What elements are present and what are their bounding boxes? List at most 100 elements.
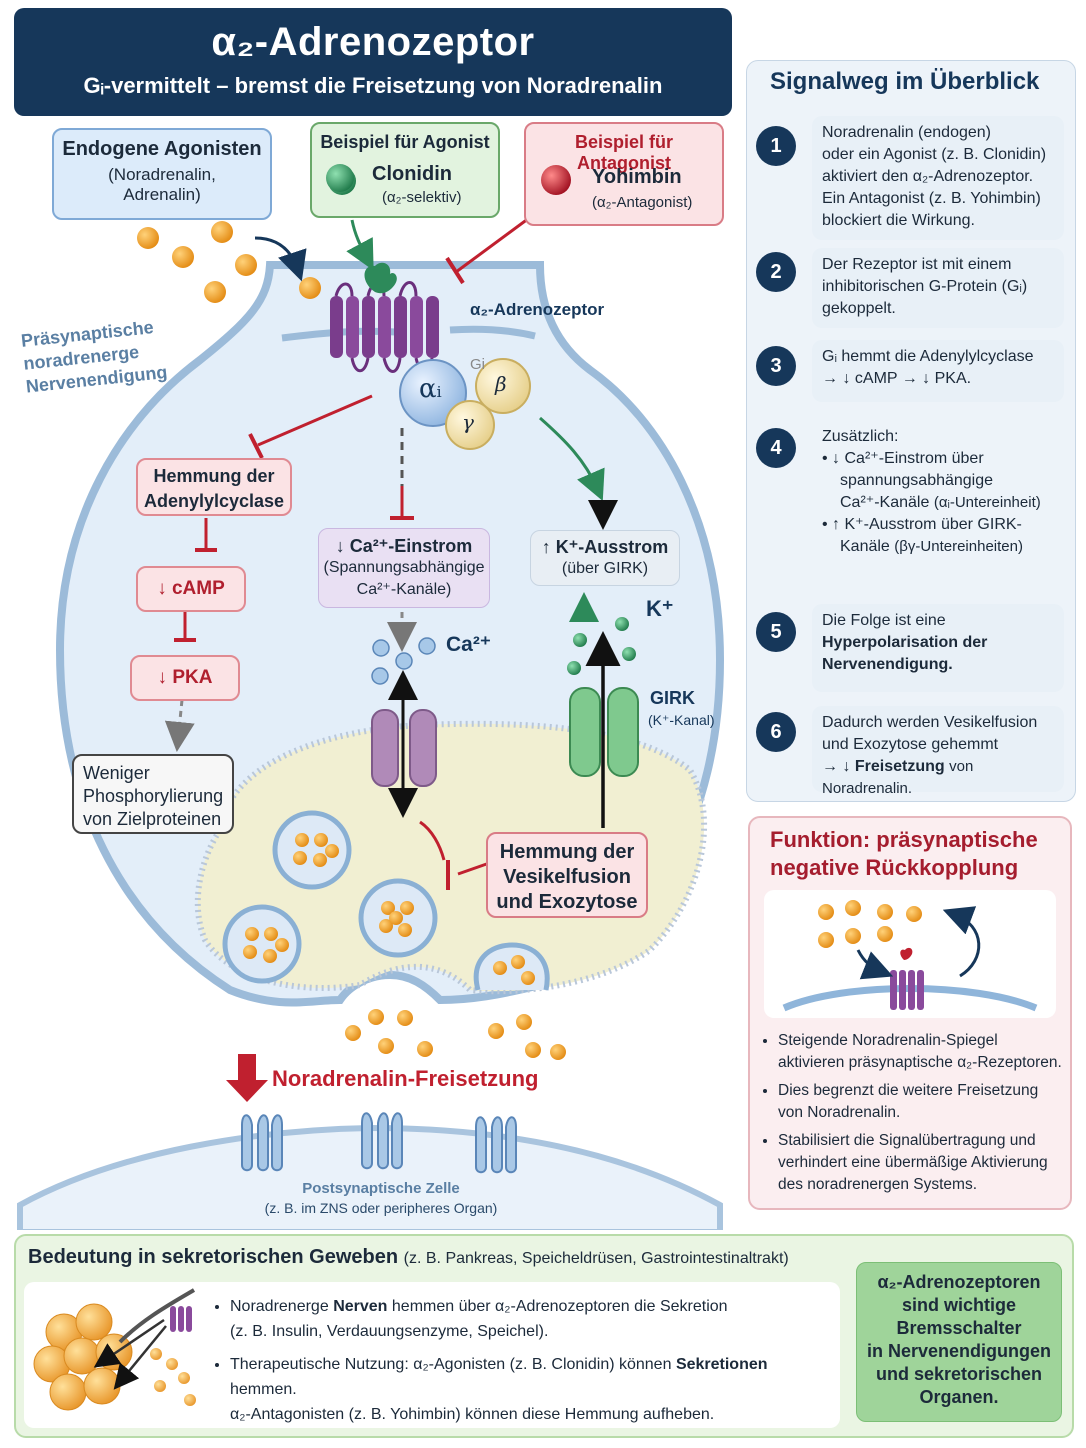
step-number: 3 [756, 346, 796, 386]
step-text: Nervenendigung. [822, 656, 953, 673]
step-text: Ein Antagonist (z. B. Yohimbin) [822, 190, 1041, 207]
secretory-list: Noradrenerge Nerven hemmen über α₂-Adren… [210, 1294, 830, 1427]
step-3: Gᵢ hemmt die Adenylylcyclase → ↓ cAMP → … [812, 340, 1064, 402]
pka-box: ↓ PKA [130, 655, 240, 701]
step-number: 6 [756, 712, 796, 752]
noradrenaline-molecules [137, 221, 321, 303]
antagonist-example-title: Beispiel für Antagonist [574, 132, 674, 173]
step-text: inhibitorischen G-Protein (Gᵢ) [822, 278, 1028, 295]
secretory-text: Sekretion [659, 1298, 728, 1315]
secretory-title: Bedeutung in sekretorischen Geweben (z. … [28, 1246, 789, 1269]
secretory-title-text: Bedeutung in sekretorischen Geweben [28, 1246, 399, 1268]
step-text: aktiviert den α₂-Adrenozeptor. [822, 168, 1034, 185]
secretory-text: hemmen. [230, 1381, 297, 1398]
page-subtitle: Gᵢ-vermittelt – bremst die Freisetzung v… [83, 73, 663, 98]
step-text: (βγ-Untereinheiten) [894, 538, 1023, 555]
step-number: 1 [756, 126, 796, 166]
adenylylcyclase-box: Hemmung der Adenylylcyclase [136, 458, 292, 516]
girk-sublabel: (K⁺-Kanal) [648, 712, 715, 728]
calcium-ions [371, 637, 436, 685]
step-text: • ↓ Ca²⁺-Einstrom über [822, 450, 984, 467]
ca-influx-box: ↓ Ca²⁺-Einstrom (Spannungsabhängige Ca²⁺… [318, 528, 490, 608]
ca-influx-title: ↓ Ca²⁺-Einstrom [335, 536, 473, 556]
phos-label: von Zielproteinen [83, 809, 222, 829]
step-text: Gᵢ hemmt die Adenylylcyclase [822, 348, 1034, 365]
step-text: (αᵢ-Untereinheit) [933, 494, 1041, 511]
secretory-bullet: Therapeutische Nutzung: α₂-Agonisten (z.… [230, 1352, 830, 1427]
step-text: Zusätzlich: [822, 428, 899, 445]
secretory-text: Noradrenerge [230, 1298, 329, 1315]
step-text: von Noradrenalin. [822, 758, 974, 797]
step-text: Noradrenalin (endogen) [822, 124, 991, 141]
step-text: Ca²⁺-Kanäle [840, 494, 930, 511]
k-efflux-note: (über GIRK) [561, 560, 649, 577]
vesicle-inhibit-curve [419, 820, 446, 861]
summary-line: in Nervenendigungen [866, 1341, 1052, 1361]
function-text: Dies begrenzt die weitere Freisetzung [778, 1082, 1039, 1099]
alpha-subunit-label: αᵢ [419, 374, 442, 404]
function-title-line: negative Rückkopplung [770, 855, 1019, 880]
girk-channel [569, 687, 639, 777]
step-text: Die Folge ist eine [822, 612, 946, 629]
phos-label: Weniger [83, 763, 150, 783]
presynaptic-label: Präsynaptische noradrenerge Nervenendigu… [20, 315, 168, 398]
summary-line: sind wichtige [901, 1295, 1016, 1315]
camp-box: ↓ cAMP [136, 566, 246, 612]
title-banner: α₂-Adrenozeptor Gᵢ-vermittelt – bremst d… [14, 8, 732, 116]
step-text: Hyperpolarisation der [822, 634, 988, 651]
release-label: Noradrenalin-Freisetzung [272, 1066, 539, 1091]
k-ion-label: K⁺ [646, 596, 674, 621]
yohimbin-icon [541, 165, 571, 195]
secretory-content: Noradrenerge Nerven hemmen über α₂-Adren… [24, 1282, 840, 1428]
noradrenaline-arrow [254, 236, 307, 282]
summary-line: Organen. [919, 1387, 999, 1407]
gi-alpha-subunit [399, 359, 467, 427]
inhibit-ac-line [257, 394, 373, 447]
step-text: → ↓ [822, 758, 851, 775]
vesicles [222, 810, 550, 991]
agonist-note: (α₂-selektiv) [382, 189, 462, 206]
gamma-subunit-label: γ [462, 410, 474, 434]
beta-subunit-label: β [495, 372, 507, 396]
step-number: 4 [756, 428, 796, 468]
postsynaptic-sublabel: (z. B. im ZNS oder peripheres Organ) [264, 1200, 498, 1216]
agonist-example-title: Beispiel für Agonist [320, 132, 490, 152]
page-title: α₂-Adrenozeptor [211, 20, 535, 64]
endogenous-agonists-sub: Adrenalin) [123, 185, 201, 204]
postsynaptic-receptors [241, 1112, 517, 1174]
gland-illustration [33, 1288, 196, 1411]
ca-influx-note: (Spannungsabhängige [323, 559, 485, 576]
function-bullet: Stabilisiert die Signalübertragung und ve… [778, 1130, 1064, 1196]
vesicle-fusion-box: Hemmung der Vesikelfusion und Exozytose [486, 832, 648, 918]
potassium-ions [567, 617, 636, 675]
step-number: 5 [756, 612, 796, 652]
vesicle-fusion-label: Hemmung der [499, 841, 635, 863]
step-text: → ↓ cAMP → ↓ PKA. [822, 370, 972, 387]
step-text: blockiert die Wirkung. [822, 212, 975, 229]
receptor-label: α₂-Adrenozeptor [470, 300, 605, 319]
k-efflux-title: ↑ K⁺-Ausstrom [541, 537, 669, 557]
agonist-name: Clonidin [372, 163, 452, 185]
function-title: Funktion: präsynaptische negative Rückko… [770, 826, 1038, 882]
step-6: Dadurch werden Vesikelfusion und Exozyto… [812, 706, 1064, 797]
secretory-text: Nerven [333, 1298, 388, 1315]
secretory-text: Therapeutische Nutzung: α₂-Agonisten (z.… [230, 1356, 672, 1373]
membrane-segment [449, 325, 536, 340]
summary-line: Bremsschalter [896, 1318, 1022, 1338]
vesicle-fusion-label: Vesikelfusion [503, 866, 631, 888]
function-bullet: Steigende Noradrenalin-Spiegelaktivieren… [778, 1030, 1064, 1074]
secretory-bullet: Noradrenerge Nerven hemmen über α₂-Adren… [230, 1294, 830, 1344]
inhibit-ac-bar [248, 433, 264, 459]
function-text: verhindert eine übermäßige Aktivierung [778, 1154, 1048, 1171]
step-5: Die Folge ist eine Hyperpolarisation der… [812, 604, 1064, 692]
function-title-line: Funktion: präsynaptische [770, 827, 1038, 852]
step-text: • ↑ K⁺-Ausstrom über GIRK- [822, 516, 1022, 533]
function-text: Stabilisiert die Signalübertragung und [778, 1132, 1036, 1149]
summary-box: α₂-Adrenozeptoren sind wichtige Bremssch… [856, 1262, 1062, 1422]
phosphorylation-box: Weniger Phosphorylierung von Zielprotein… [72, 754, 234, 834]
function-text: des noradrenergen Systems. [778, 1176, 978, 1193]
step-text: Freisetzung [854, 758, 945, 775]
secretory-text: (z. B. Insulin, Verdauungsenzyme, Speich… [230, 1323, 549, 1340]
feedback-illustration [782, 900, 1038, 1012]
secretory-text: α₂-Antagonisten (z. B. Yohimbin) können … [230, 1406, 715, 1423]
